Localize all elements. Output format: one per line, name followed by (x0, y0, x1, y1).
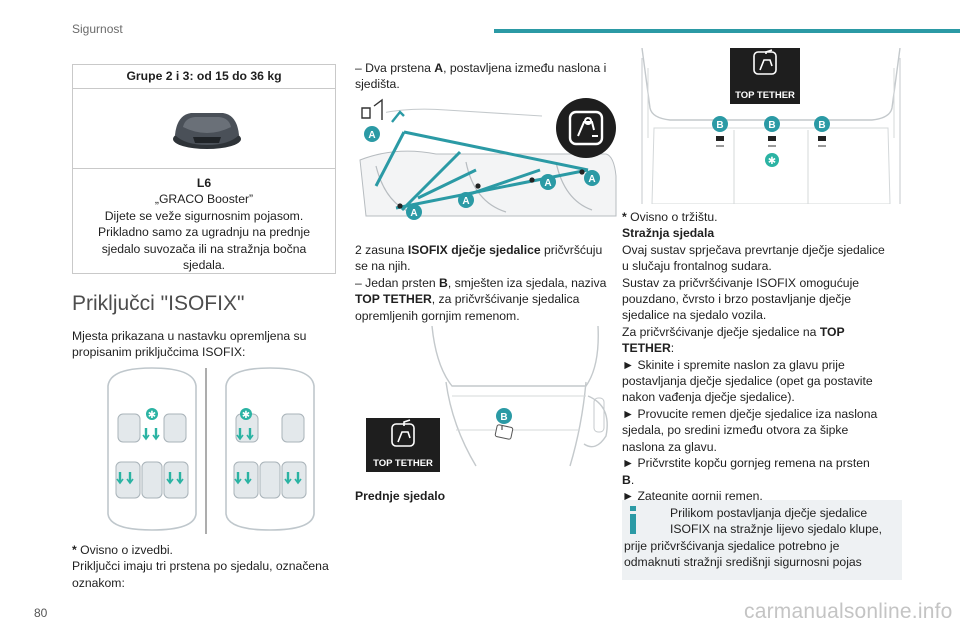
rear-line-6a: Za pričvršćivanje dječje sjedalice na (622, 324, 820, 339)
rings-line-1: Priključci imaju tri prstena po sjedalu,… (72, 559, 329, 574)
svg-text:A: A (544, 178, 551, 189)
step-3-period: . (630, 472, 635, 487)
svg-text:A: A (410, 208, 417, 219)
svg-text:A: A (462, 196, 469, 207)
info-note-text: Prilikom postavljanja dječje sjedalice I… (624, 505, 904, 571)
step-2-line-3: naslona za glavu. (622, 439, 717, 454)
page-number: 80 (34, 606, 48, 620)
isofix-symbol-icon (556, 98, 616, 158)
rear-ring-b-left: B (712, 116, 728, 147)
car-top-view-left: ✱ (107, 367, 197, 531)
note-line-4: odmaknuti stražnji središnji sigurnosni … (624, 555, 862, 570)
ring-b-line-2: , za pričvršćivanje sjedalica (431, 292, 580, 307)
step-2-line-1: ► Provucite remen dječje sjedalice iza n… (622, 406, 878, 421)
table-heading: Grupe 2 i 3: od 15 do 36 kg (73, 65, 335, 89)
rings-a-line-1a: – Dva prstena (355, 61, 435, 75)
front-seat-caption: Prednje sjedalo (355, 489, 446, 503)
seat-desc-4: sjedala. (182, 258, 225, 273)
latch-line-2: se na njih. (355, 259, 411, 274)
seat-desc-1: Dijete se veže sigurnosnim pojasom. (104, 208, 304, 223)
watermark: carmanualsonline.info (744, 600, 953, 623)
seat-model: L6 (196, 176, 212, 190)
rear-line-7a: TETHER (622, 341, 671, 356)
info-icon (630, 506, 636, 534)
latch-line-1c: pričvršćuju (540, 243, 603, 257)
rear-seat-tether-image: TOP TETHER B B ✱ B (641, 48, 901, 204)
note-line-2: ISOFIX na stražnje lijevo sjedalo klupe, (670, 522, 883, 537)
rear-line-3: Sustav za pričvršćivanje ISOFIX omogućuj… (622, 275, 860, 290)
ring-a-label: A (434, 61, 444, 75)
left-footnote: * Ovisno o izvedbi. Priključci imaju tri… (72, 542, 329, 591)
svg-text:B: B (818, 120, 825, 131)
rear-seats-heading: Stražnja sjedala (622, 226, 715, 241)
rings-b-text: 2 zasuna ISOFIX dječje sjedalice pričvrš… (355, 242, 606, 324)
ring-b-label: B (439, 275, 448, 290)
ring-b-line-1a: – Jedan prsten (355, 275, 440, 290)
rear-ring-b-center: B ✱ (764, 116, 780, 167)
rear-line-1: Ovaj sustav sprječava prevrtanje dječje … (622, 242, 885, 257)
step-2-line-2: sjedala, po sredini između otvora za šip… (622, 423, 849, 438)
step-1-line-3: nakon vađenja dječje sjedalice). (622, 390, 795, 405)
section-header: Sigurnost (72, 22, 123, 36)
latch-line-1a: 2 zasuna (355, 243, 408, 257)
note-line-3: prije pričvršćivanja sjedalice potrebno … (624, 538, 840, 553)
svg-text:A: A (368, 130, 375, 141)
isofix-seat-positions-diagram: ✱ ✱ (107, 367, 315, 534)
step-1-line-1: ► Skinite i spremite naslon za glavu pri… (622, 357, 845, 372)
car-top-view-right: ✱ (225, 367, 315, 531)
svg-text:✱: ✱ (242, 410, 250, 421)
market-footnote-star: * (622, 210, 627, 224)
top-tether-label-icon: TOP TETHER (730, 48, 800, 104)
intro-line-1: Mjesta prikazana u nastavku opremljena s… (72, 329, 307, 343)
rings-line-2: oznakom: (72, 575, 125, 590)
seat-desc-3: sjedalo suvozača ili na stražnja bočna (101, 241, 307, 256)
ring-b-line-1c: , smješten iza sjedala, naziva (447, 275, 607, 290)
svg-text:TOP TETHER: TOP TETHER (735, 90, 795, 101)
isofix-intro: Mjesta prikazana u nastavku opremljena s… (72, 328, 306, 361)
step-3-ring-label: B (622, 472, 631, 487)
step-4: ► Zategnite gornji remen. (622, 488, 763, 503)
ring-b-line-3: opremljenih gornjim remenom. (355, 308, 520, 323)
isofix-section-title: Priključci "ISOFIX" (72, 292, 245, 315)
header-accent-bar (494, 29, 960, 33)
svg-text:B: B (716, 120, 723, 131)
top-tether-icon: TOP TETHER (366, 418, 440, 472)
child-seat-table: Grupe 2 i 3: od 15 do 36 kg L6 „GRACO Bo… (72, 64, 336, 274)
rings-a-text: – Dva prstena A, postavljena između nasl… (355, 60, 606, 93)
svg-text:B: B (768, 120, 775, 131)
ring-b-badge: B (496, 408, 512, 424)
svg-text:A: A (588, 174, 595, 185)
rear-ring-b-right: B (814, 116, 830, 147)
seat-desc-2: Prikladno samo za ugradnju na prednje (97, 225, 311, 240)
seat-name: „GRACO Booster” (154, 192, 254, 207)
footnote-star: * (72, 543, 77, 557)
ring-a-badge: A (364, 126, 380, 142)
rear-line-4: pouzdano, čvrsto i brzo postavljanje dje… (622, 292, 851, 307)
note-line-1: Prilikom postavljanja dječje sjedalice (670, 506, 868, 520)
svg-text:B: B (500, 412, 507, 423)
latch-line-1b: ISOFIX dječje sjedalice (407, 243, 541, 257)
svg-text:✱: ✱ (768, 156, 776, 167)
intro-line-2: propisanim priključcima ISOFIX: (72, 345, 246, 360)
step-1-line-2: postavljanja dječje sjedalice (opet ga p… (622, 374, 873, 389)
front-seat-tether-image: B TOP TETHER (366, 326, 608, 472)
booster-seat-image (173, 113, 241, 149)
rear-line-6b: TOP (819, 324, 845, 339)
footnote-text: Ovisno o izvedbi. (76, 543, 173, 557)
rear-line-5: sjedalice na sjedalo vozila. (622, 308, 767, 323)
svg-text:TOP TETHER: TOP TETHER (373, 458, 433, 469)
rear-seats-text: * Ovisno o tržištu. Stražnja sjedala Ova… (622, 209, 912, 504)
rear-line-7b: : (670, 341, 675, 356)
info-note-box (622, 500, 902, 580)
top-tether-term: TOP TETHER (355, 292, 432, 307)
rings-a-line-2: sjedišta. (355, 77, 400, 92)
step-3-line-1: ► Pričvrstite kopču gornjeg remena na pr… (622, 456, 870, 471)
rings-a-line-1c: , postavljena između naslona i (443, 61, 607, 75)
market-footnote-text: Ovisno o tržištu. (626, 210, 718, 224)
rear-line-2: u slučaju frontalnog sudara. (622, 259, 772, 274)
svg-text:✱: ✱ (148, 410, 156, 421)
isofix-rings-seat-image: A A A A A (356, 96, 618, 230)
table-image-row (73, 89, 335, 169)
